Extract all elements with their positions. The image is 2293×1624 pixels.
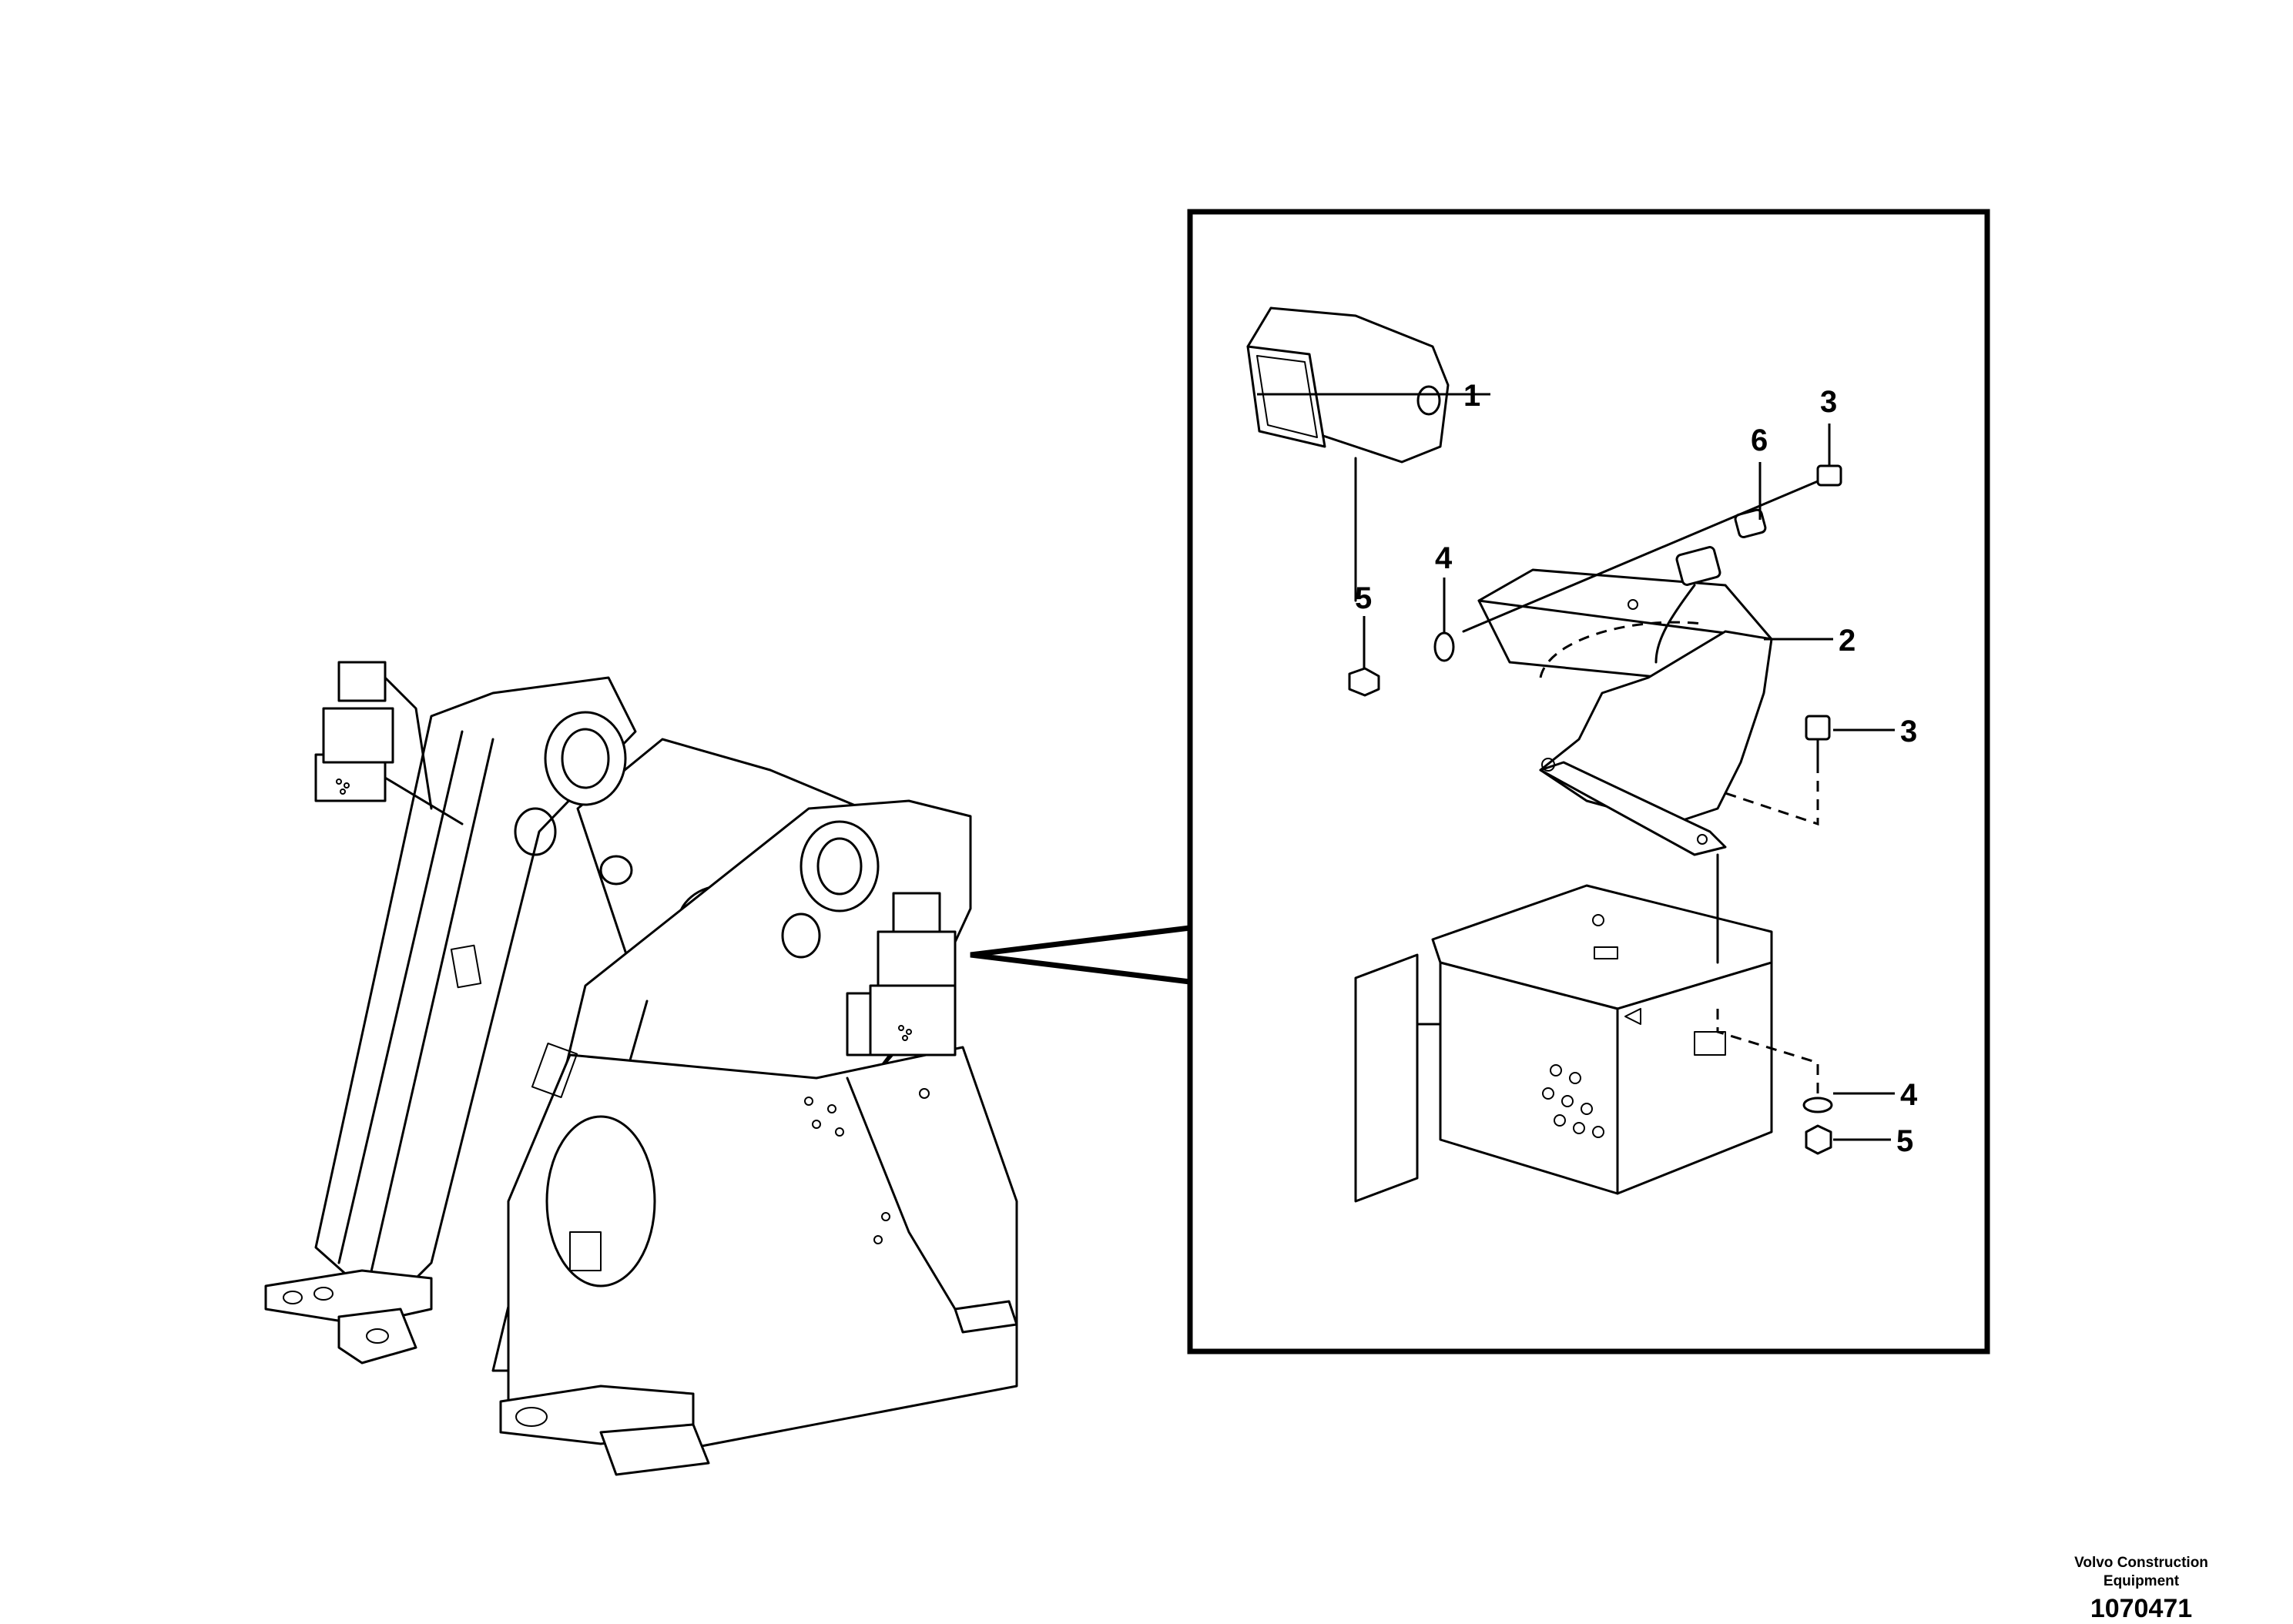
left-work-light-assembly — [314, 661, 464, 825]
callout-2: 2 — [1839, 624, 1856, 658]
right-work-light-assembly — [846, 892, 957, 1056]
callout-3-top: 3 — [1820, 385, 1837, 419]
callout-4-right: 4 — [1900, 1078, 1918, 1112]
detail-view-parts — [1246, 306, 1842, 1203]
callout-numbers: 1 2 3 6 4 5 3 4 5 — [1355, 379, 1918, 1158]
washer-part-4-right — [1802, 1097, 1833, 1113]
drawing-number: 1070471 — [2090, 1594, 2193, 1623]
callout-5-right: 5 — [1896, 1124, 1913, 1158]
callout-1: 1 — [1463, 379, 1480, 413]
loader-frame-drawing — [264, 661, 1018, 1476]
work-lamp-part-1 — [1246, 306, 1450, 602]
callout-leaders — [1257, 393, 1895, 1141]
detail-pointer — [970, 925, 1193, 985]
mounting-box — [1354, 853, 1819, 1203]
bolt-part-3-right — [1725, 715, 1831, 826]
connector-part-6 — [1654, 508, 1767, 664]
callout-4-left: 4 — [1435, 541, 1453, 575]
nut-part-5-left — [1348, 667, 1380, 697]
washer-part-4-left — [1433, 631, 1455, 662]
callout-3-right: 3 — [1900, 715, 1917, 748]
nut-part-5-right — [1805, 1124, 1832, 1155]
bracket-part-2 — [1477, 568, 1773, 856]
brand-line-1: Volvo Construction — [2074, 1555, 2208, 1571]
brand-line-2: Equipment — [2103, 1573, 2180, 1589]
manufacturer-name: Volvo Construction Equipment — [2049, 1554, 2234, 1591]
callout-5-left: 5 — [1355, 581, 1372, 615]
callout-6: 6 — [1751, 424, 1768, 457]
